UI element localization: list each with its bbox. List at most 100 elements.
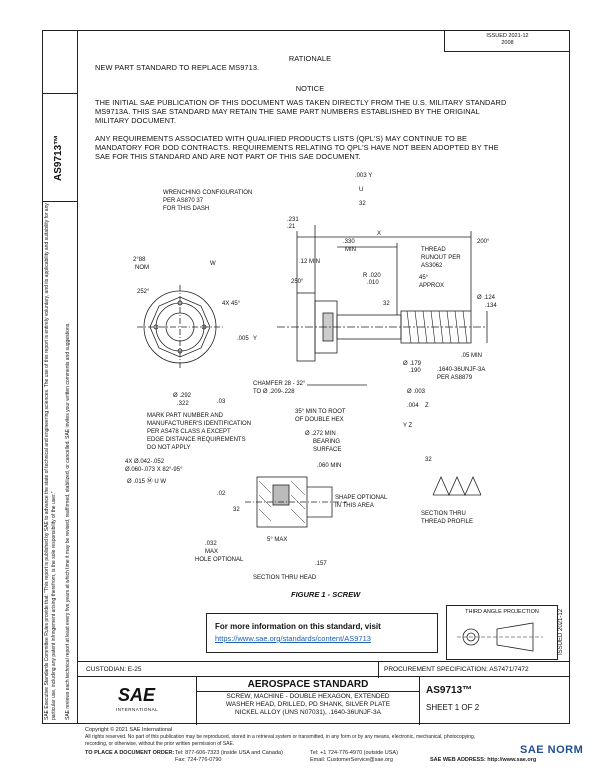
svg-text:250°: 250° — [291, 279, 304, 285]
left-margin-column: AS9713™ — [42, 30, 78, 724]
svg-text:32: 32 — [425, 457, 432, 463]
sheet-number: SHEET 1 OF 2 — [426, 703, 480, 712]
notice-para1-line1: THE INITIAL SAE PUBLICATION OF THIS DOCU… — [95, 98, 507, 107]
footer-rights: All rights reserved. No part of this pub… — [85, 734, 476, 740]
svg-text:45°: 45° — [419, 275, 429, 281]
svg-text:Ø .003: Ø .003 — [407, 389, 426, 395]
svg-text:HOLE OPTIONAL: HOLE OPTIONAL — [195, 557, 244, 563]
left-doc-number: AS9713™ — [53, 134, 64, 181]
title-line1: SCREW, MACHINE - DOUBLE HEXAGON, EXTENDE… — [226, 693, 390, 700]
thread-profile — [432, 476, 482, 496]
lock-hole — [201, 324, 207, 330]
section-shank — [307, 486, 333, 518]
svg-text:.03: .03 — [217, 399, 226, 405]
svg-text:200°: 200° — [477, 239, 490, 245]
svg-text:.322: .322 — [177, 401, 189, 407]
svg-text:EDGE DISTANCE REQUIREMENTS: EDGE DISTANCE REQUIREMENTS — [147, 437, 246, 443]
svg-text:CHAMFER 28 - 32°: CHAMFER 28 - 32° — [253, 381, 306, 387]
projection-symbol — [457, 622, 543, 652]
notice-para2-line1: ANY REQUIREMENTS ASSOCIATED WITH QUALIFI… — [95, 134, 468, 143]
divider — [43, 93, 78, 94]
svg-text:35° MIN TO ROOT: 35° MIN TO ROOT — [295, 409, 346, 415]
svg-text:252°: 252° — [137, 289, 150, 295]
review-text: SAE reviews each technical report at lea… — [65, 322, 71, 720]
svg-text:5° MAX: 5° MAX — [267, 537, 287, 543]
footer-order: TO PLACE A DOCUMENT ORDER: — [85, 750, 175, 756]
projection-label: THIRD ANGLE PROJECTION — [465, 609, 539, 615]
svg-text:MARK PART NUMBER AND: MARK PART NUMBER AND — [147, 413, 224, 419]
svg-text:THREAD: THREAD — [421, 247, 446, 253]
svg-text:.1640-36UNJF-3A: .1640-36UNJF-3A — [437, 367, 485, 373]
svg-text:.157: .157 — [315, 561, 327, 567]
svg-text:.010: .010 — [367, 280, 379, 286]
side-date: ISSUED 2021-12 — [558, 608, 564, 655]
svg-text:.060 MIN: .060 MIN — [317, 463, 341, 469]
notice-para2-line2: MANDATORY FOR DOD CONTRACTS. REQUIREMENT… — [95, 143, 499, 152]
rationale-text: NEW PART STANDARD TO REPLACE MS9713. — [95, 63, 260, 72]
notice-para1-line3: MILITARY DOCUMENT. — [95, 116, 177, 125]
svg-text:.21: .21 — [287, 224, 296, 230]
svg-text:Y: Y — [253, 336, 257, 342]
svg-text:.032: .032 — [205, 541, 217, 547]
svg-text:.330: .330 — [343, 239, 355, 245]
svg-text:.05 MIN: .05 MIN — [461, 353, 482, 359]
svg-text:Ø .124: Ø .124 — [477, 295, 496, 301]
notice-para2-line3: SAE FOR THIS STANDARD AND ARE NOT PART O… — [95, 152, 361, 161]
footer-email: Email: CustomerService@sae.org — [310, 757, 393, 763]
svg-text:R .020: R .020 — [363, 273, 381, 279]
svg-text:Ø .015 Ⓜ U W: Ø .015 Ⓜ U W — [127, 477, 166, 485]
custodian: CUSTODIAN: E-25 — [86, 666, 142, 673]
svg-text:.004: .004 — [407, 403, 419, 409]
svg-text:BEARING: BEARING — [313, 439, 340, 445]
svg-text:RUNOUT PER: RUNOUT PER — [421, 255, 461, 261]
footer-web[interactable]: SAE WEB ADDRESS: http://www.sae.org — [430, 757, 537, 763]
svg-text:.003 Y: .003 Y — [355, 173, 372, 179]
svg-text:AS3062: AS3062 — [421, 263, 443, 269]
svg-text:4X Ø.042-.052: 4X Ø.042-.052 — [125, 459, 165, 465]
procurement: PROCUREMENT SPECIFICATION: AS7471/7472 — [384, 666, 529, 673]
legal-text: SAE Executive Standards Committee Rules … — [44, 203, 57, 720]
svg-text:U: U — [359, 187, 363, 193]
info-box: For more information on this standard, v… — [206, 613, 438, 653]
svg-text:TO Ø .209-.228: TO Ø .209-.228 — [253, 389, 295, 395]
svg-text:SURFACE: SURFACE — [313, 447, 341, 453]
info-text: For more information on this standard, v… — [215, 622, 381, 631]
lock-hole — [153, 324, 159, 330]
watermark-logo: SAE NORM — [520, 744, 584, 756]
svg-text:Y Z: Y Z — [403, 423, 413, 429]
svg-text:APPROX: APPROX — [419, 283, 444, 289]
svg-text:SECTION THRU HEAD: SECTION THRU HEAD — [253, 575, 317, 581]
svg-text:W: W — [210, 261, 216, 267]
divider — [43, 201, 78, 202]
svg-text:32: 32 — [233, 507, 240, 513]
date-line2: 2008 — [501, 40, 514, 46]
svg-text:Ø .272 MIN: Ø .272 MIN — [305, 431, 336, 437]
title-line2: WASHER HEAD, DRILLED, PD SHANK, SILVER P… — [225, 701, 391, 708]
notice-para1-line2: MS9713A. THIS SAE STANDARD MAY RETAIN TH… — [95, 107, 480, 116]
svg-text:NOM: NOM — [135, 265, 149, 271]
figure-caption: FIGURE 1 - SCREW — [291, 590, 361, 599]
svg-text:PER AS478 CLASS A EXCEPT: PER AS478 CLASS A EXCEPT — [147, 429, 231, 435]
label-wrenching: WRENCHING CONFIGURATION — [163, 190, 252, 196]
sae-logo: SAE — [118, 685, 156, 705]
svg-text:.12 MIN: .12 MIN — [299, 259, 320, 265]
svg-text:Z: Z — [425, 403, 429, 409]
footer-rights2: recording, or otherwise, without the pri… — [85, 741, 235, 747]
svg-text:DO NOT APPLY: DO NOT APPLY — [147, 445, 190, 451]
screw-drawing: WRENCHING CONFIGURATION PER AS870 37 FOR… — [125, 173, 497, 599]
svg-text:MAX: MAX — [205, 549, 218, 555]
svg-text:.005: .005 — [237, 336, 249, 342]
svg-text:SHAPE OPTIONAL: SHAPE OPTIONAL — [335, 495, 388, 501]
svg-text:SECTION THRU: SECTION THRU — [421, 511, 466, 517]
rationale-heading: RATIONALE — [288, 54, 332, 63]
info-link[interactable]: https://www.sae.org/standards/content/AS… — [215, 634, 371, 643]
svg-text:.134: .134 — [485, 303, 497, 309]
svg-text:Ø .179: Ø .179 — [403, 361, 422, 367]
lock-hole — [177, 300, 183, 306]
svg-text:MANUFACTURER'S IDENTIFICATION: MANUFACTURER'S IDENTIFICATION — [147, 421, 251, 427]
svg-text:Ø .292: Ø .292 — [173, 393, 192, 399]
svg-text:4X 45°: 4X 45° — [222, 301, 241, 307]
sae-sub: INTERNATIONAL — [116, 707, 159, 712]
svg-text:.231: .231 — [287, 217, 299, 223]
footer-copyright: Copyright © 2021 SAE International — [85, 727, 173, 733]
